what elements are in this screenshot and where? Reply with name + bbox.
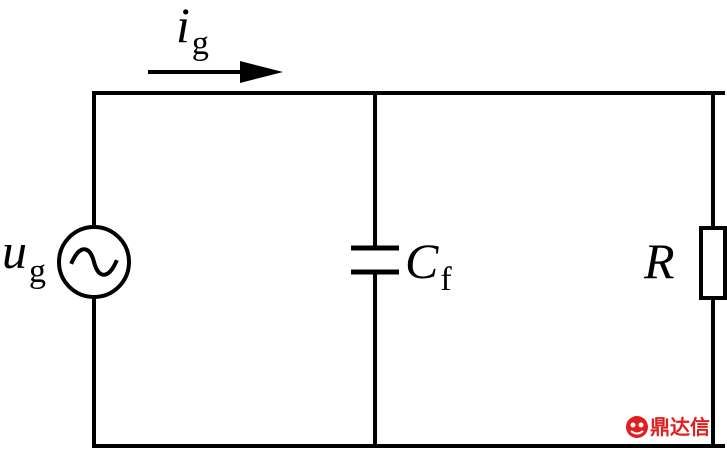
- capacitor-label: Cf: [405, 233, 452, 298]
- watermark-text: 鼎达信: [650, 415, 710, 439]
- current-label: ig: [176, 0, 209, 62]
- watermark-icon-smile: [630, 430, 644, 435]
- capacitor: [351, 245, 399, 275]
- current-subscript: g: [192, 25, 209, 62]
- resistor: [699, 226, 727, 300]
- sine-wave-icon: [69, 247, 119, 277]
- source-label: ug: [2, 223, 46, 290]
- capacitor-symbol: C: [405, 233, 439, 289]
- watermark-icon: [626, 416, 648, 438]
- wires: [92, 91, 725, 448]
- resistor-label: R: [643, 233, 675, 289]
- source-symbol: u: [2, 223, 27, 279]
- watermark-logo: 鼎达信: [626, 415, 710, 439]
- watermark-icon-eye-left: [630, 422, 636, 428]
- current-symbol: i: [176, 0, 190, 53]
- capacitor-subscript: f: [440, 261, 452, 298]
- source-subscript: g: [29, 253, 46, 290]
- ac-source: [57, 225, 131, 299]
- current-arrow-head: [240, 61, 283, 83]
- ac-source-circle: [57, 225, 131, 299]
- watermark-icon-eye-right: [638, 422, 644, 428]
- current-arrow: [148, 61, 283, 83]
